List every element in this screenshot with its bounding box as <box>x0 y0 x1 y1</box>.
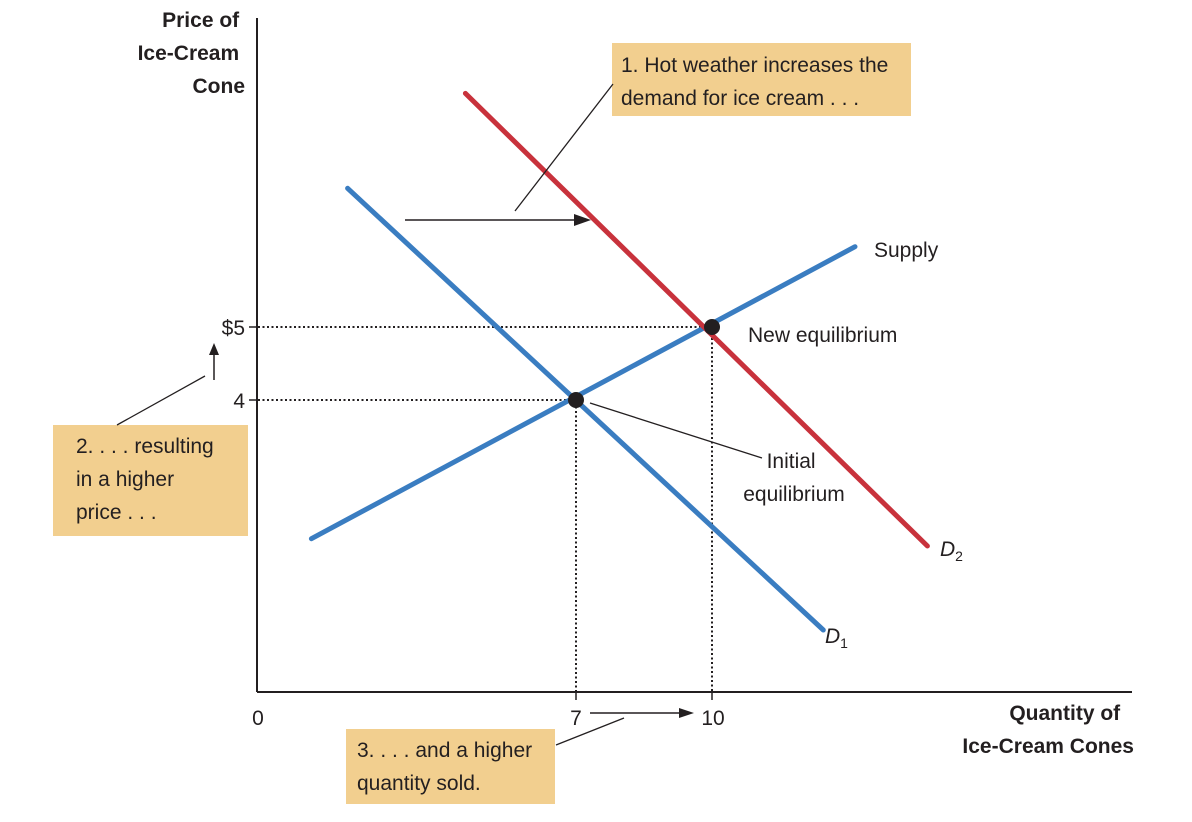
initial-equilibrium-leader <box>589 402 763 459</box>
d1-label-sub: 1 <box>840 635 848 651</box>
note1-line-1: 1. Hot weather increases the <box>621 54 888 77</box>
x-tick-label-7: 7 <box>570 707 582 730</box>
note2-text: 2. . . . resulting in a higher price . .… <box>76 435 220 524</box>
x-axis-title-line-2: Ice-Cream Cones <box>962 735 1134 758</box>
shift-arrow-head <box>574 214 591 226</box>
y-axis-title: Price of Ice-Cream Cone <box>138 9 245 98</box>
note3-leader <box>555 717 625 746</box>
initial-equilibrium-point <box>568 392 584 408</box>
y-axis-title-line-3: Cone <box>193 75 246 98</box>
initial-equilibrium-label: Initial equilibrium <box>743 450 845 506</box>
y-axis-title-line-1: Price of <box>162 9 240 32</box>
note1-box <box>612 43 911 116</box>
series-group <box>308 90 930 633</box>
guide-lines <box>258 326 713 691</box>
note2-line-2: in a higher <box>76 468 174 491</box>
d2-label-main: D <box>940 538 955 561</box>
note1-line-2: demand for ice cream . . . <box>621 87 859 110</box>
y-axis-title-line-2: Ice-Cream <box>138 42 240 65</box>
x-tick-label-10: 10 <box>701 707 724 730</box>
note2-leader <box>116 375 206 426</box>
new-equilibrium-point <box>704 319 720 335</box>
price-rise-arrow-head <box>209 343 219 355</box>
note2-line-1: 2. . . . resulting <box>76 435 214 458</box>
d2-label: D2 <box>940 538 963 564</box>
initial-equilibrium-label-line-2: equilibrium <box>743 483 845 506</box>
note1-text: 1. Hot weather increases the demand for … <box>621 54 894 110</box>
d1-label-main: D <box>825 625 840 648</box>
y-tick-label-4: 4 <box>233 390 245 413</box>
x-axis-title-line-1: Quantity of <box>1009 702 1121 725</box>
new-equilibrium-label: New equilibrium <box>748 324 897 347</box>
note3-line-1: 3. . . . and a higher <box>357 739 532 762</box>
series-line-supply <box>308 244 858 542</box>
note2-box <box>53 425 248 536</box>
note3-text: 3. . . . and a higher quantity sold. <box>357 739 538 795</box>
note3-box <box>346 729 555 804</box>
y-tick-label-5: $5 <box>222 317 245 340</box>
note3-line-2: quantity sold. <box>357 772 481 795</box>
initial-equilibrium-label-line-1: Initial <box>767 450 816 473</box>
series-line-d1 <box>345 185 826 633</box>
series-line-d2 <box>462 90 930 549</box>
d2-label-sub: 2 <box>955 548 963 564</box>
note2-line-3: price . . . <box>76 501 157 524</box>
quantity-rise-arrow-head <box>679 708 694 718</box>
note1-leader <box>514 83 614 212</box>
x-axis-title: Quantity of Ice-Cream Cones <box>962 702 1134 758</box>
d1-label: D1 <box>825 625 848 651</box>
origin-label: 0 <box>252 707 264 730</box>
axes <box>249 18 1132 700</box>
supply-label: Supply <box>874 239 939 262</box>
